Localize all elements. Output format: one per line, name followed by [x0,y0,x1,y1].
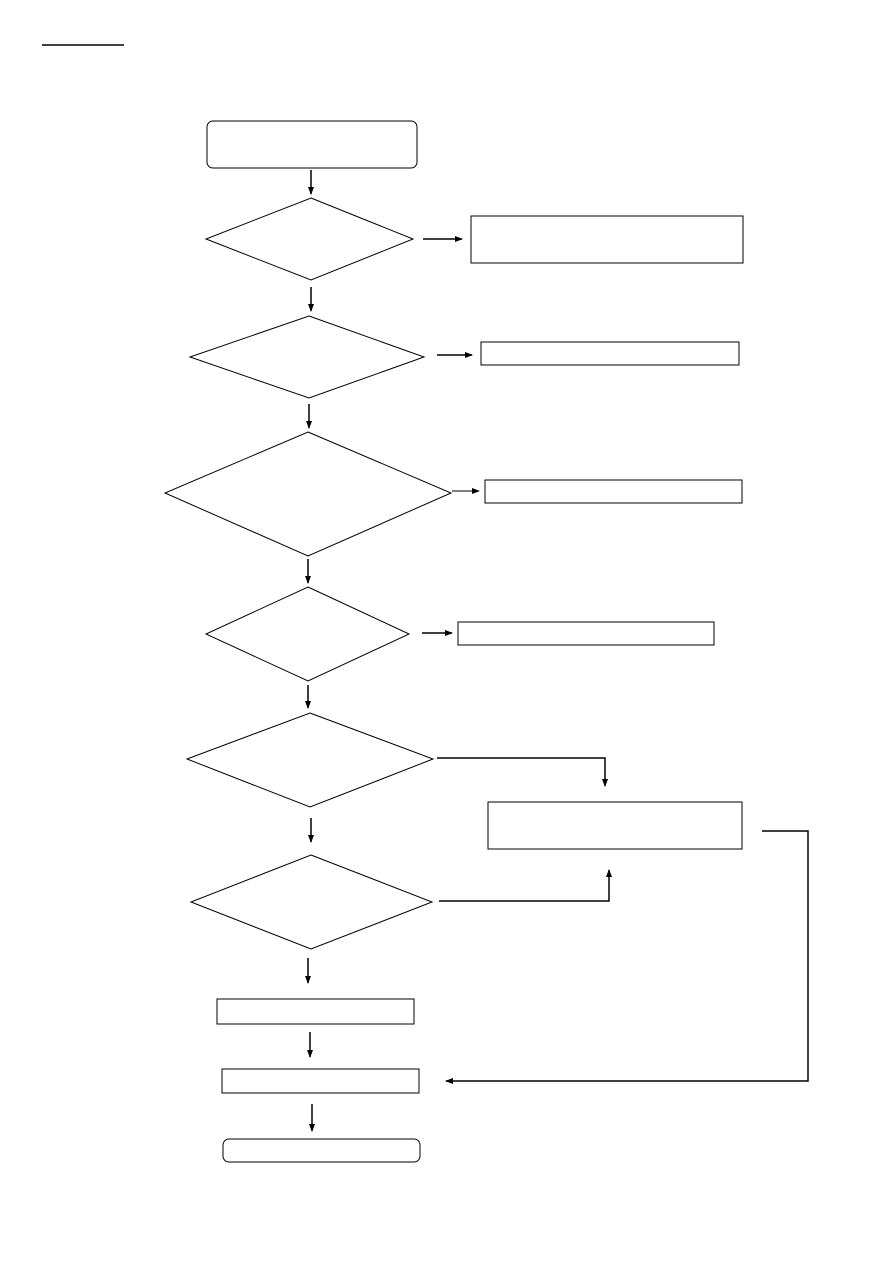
decision-6 [189,854,434,950]
decision-1 [204,197,415,281]
side-box-4 [457,621,715,646]
end-node [222,1138,421,1163]
decision-2 [188,315,426,399]
decision-5 [185,712,435,808]
bottom-box-2 [221,1068,420,1094]
decision-4 [204,586,411,682]
arrow-decision-6-to-side-5 [439,869,612,902]
side-box-1 [470,215,744,264]
arrow-decision-5-to-side-5 [437,757,608,787]
side-box-5 [487,801,743,850]
bottom-box-1 [216,998,415,1025]
decision-3 [163,431,453,557]
start-node [206,120,418,169]
arrow-side-5-to-box-b [445,830,809,1084]
side-box-3 [484,479,743,504]
side-box-2 [480,341,740,366]
